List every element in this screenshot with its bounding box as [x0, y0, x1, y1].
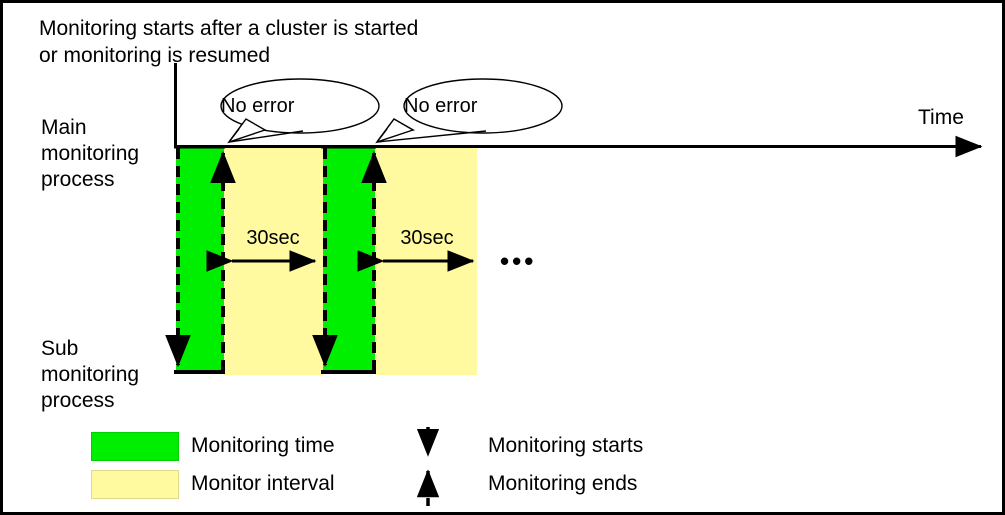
callout-label-2: No error: [404, 95, 478, 117]
legend-swatch-monitoring-time: [91, 432, 179, 461]
callout-bubble-1: [220, 78, 380, 144]
interval-label-1: 30sec: [246, 227, 300, 249]
continuation-dots-icon: •••: [500, 246, 537, 276]
lane-label-main-monitoring-process: Main monitoring process: [41, 116, 140, 191]
time-axis-label: Time: [918, 106, 964, 129]
block-monitoring-time-2: [323, 146, 375, 371]
legend-swatch-monitor-interval: [91, 470, 179, 499]
callout-text-1: No error: [221, 95, 379, 118]
timeline-canvas: [165, 63, 983, 506]
legend-label-monitor-interval: Monitor interval: [191, 472, 335, 495]
legend-label-monitoring-time: Monitoring time: [191, 434, 335, 457]
legend-label-monitoring-ends: Monitoring ends: [488, 472, 638, 495]
callout-text-2: No error: [404, 95, 562, 118]
page-title: Monitoring starts after a cluster is sta…: [39, 17, 419, 67]
lane-label-sub-monitoring-process: Sub monitoring process: [41, 337, 140, 412]
block-monitoring-time-1: [176, 146, 224, 371]
callout-label-1: No error: [221, 95, 295, 117]
legend-label-monitoring-starts: Monitoring starts: [488, 434, 644, 457]
interval-label-2: 30sec: [400, 227, 454, 249]
callout-bubble-2: [375, 78, 563, 144]
